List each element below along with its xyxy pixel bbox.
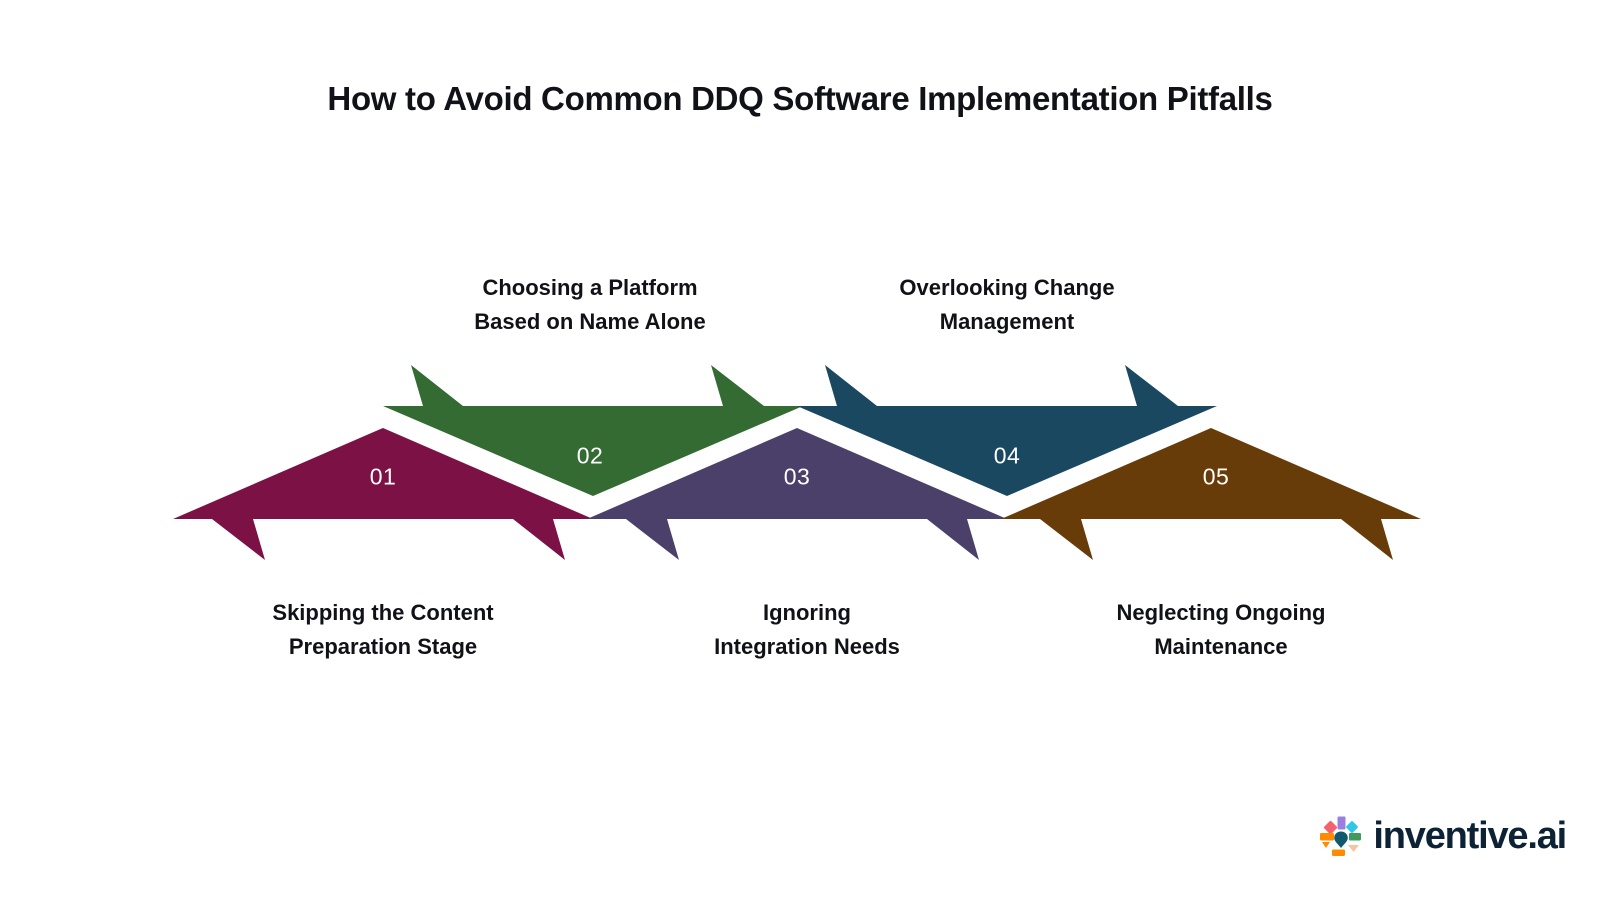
arrow-shape-05[interactable] bbox=[1001, 428, 1421, 560]
step-caption-05: Neglecting Ongoing Maintenance bbox=[1116, 600, 1326, 660]
brand-logo[interactable]: inventive.ai bbox=[1319, 814, 1567, 858]
step-caption-04: Overlooking Change Management bbox=[899, 275, 1115, 335]
page-title: How to Avoid Common DDQ Software Impleme… bbox=[327, 80, 1273, 117]
step-caption-02: Choosing a Platform Based on Name Alone bbox=[474, 275, 706, 335]
arrow-shape-02[interactable] bbox=[383, 365, 803, 496]
step-caption-03: Ignoring Integration Needs bbox=[714, 600, 900, 660]
inventive-logo-icon bbox=[1320, 816, 1362, 856]
arrow-shape-03[interactable] bbox=[587, 428, 1007, 560]
arrow-shape-01[interactable] bbox=[173, 428, 593, 560]
step-caption-01: Skipping the Content Preparation Stage bbox=[272, 600, 494, 660]
arrow-shape-04[interactable] bbox=[797, 365, 1217, 496]
brand-name: inventive.ai bbox=[1373, 815, 1567, 857]
